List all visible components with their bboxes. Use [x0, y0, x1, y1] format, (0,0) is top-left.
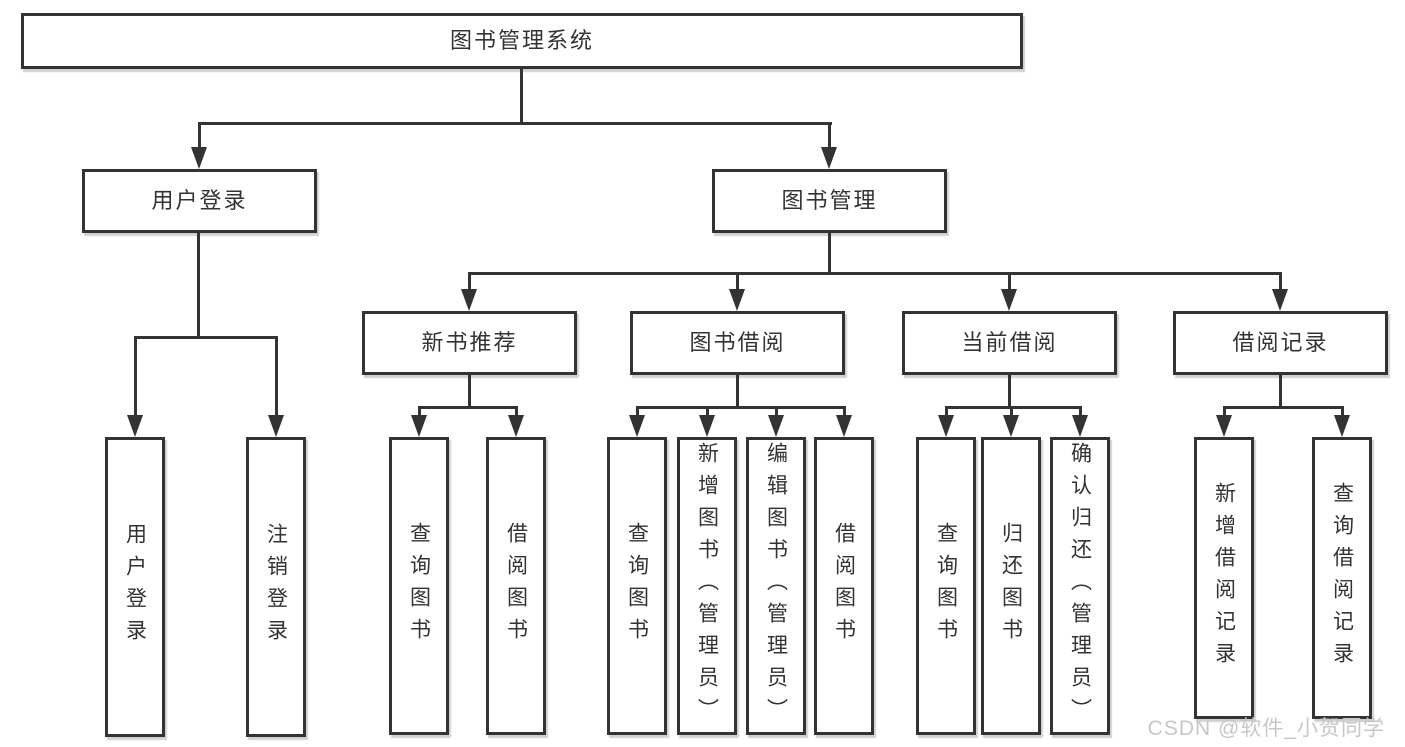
- node-root: 图书管理系统: [21, 13, 1023, 69]
- connector-line: [197, 233, 200, 339]
- leaf-newrec-query-books: 查询图书: [389, 437, 449, 735]
- connector-line: [134, 336, 278, 339]
- arrow-down-icon: [1072, 406, 1088, 437]
- connector-line: [736, 375, 739, 409]
- leaf-current-confirm-return-admin: 确认归还（管理员）: [1050, 437, 1110, 735]
- connector-line: [1279, 375, 1282, 409]
- arrow-down-icon: [1216, 406, 1232, 437]
- arrow-down-icon: [1003, 406, 1019, 437]
- node-label: 用户登录: [151, 188, 248, 213]
- leaf-borrow-edit-books-admin: 编辑图书（管理员）: [746, 437, 806, 735]
- csdn-watermark: CSDN @软件_小贺同学: [1147, 717, 1385, 740]
- connector-line: [418, 406, 518, 409]
- leaf-borrow-query-books: 查询图书: [607, 437, 667, 735]
- node-label: 借阅记录: [1232, 330, 1329, 355]
- connector-line: [520, 69, 523, 125]
- node-label: 图书管理: [781, 188, 878, 213]
- node-borrowing-records: 借阅记录: [1173, 311, 1388, 375]
- arrow-down-icon: [699, 406, 715, 437]
- arrow-down-icon: [508, 406, 524, 437]
- node-label: 图书借阅: [689, 330, 786, 355]
- arrow-down-icon: [836, 406, 852, 437]
- node-label: 查询图书: [625, 522, 649, 650]
- arrow-down-icon: [1272, 272, 1288, 311]
- node-label: 查询图书: [934, 522, 958, 650]
- node-label: 注销登录: [264, 523, 288, 651]
- node-current-borrowing: 当前借阅: [902, 311, 1117, 375]
- arrow-down-icon: [411, 406, 427, 437]
- arrow-down-icon: [191, 122, 207, 169]
- arrow-down-icon: [127, 336, 143, 437]
- node-label: 编辑图书（管理员）: [764, 442, 788, 730]
- node-book-borrowing: 图书借阅: [630, 311, 845, 375]
- node-label: 当前借阅: [961, 330, 1058, 355]
- connector-line: [636, 406, 846, 409]
- leaf-borrow-add-books-admin: 新增图书（管理员）: [677, 437, 737, 735]
- leaf-borrow-borrow-books: 借阅图书: [814, 437, 874, 735]
- node-user-login: 用户登录: [82, 169, 317, 233]
- node-label: 新增图书（管理员）: [695, 442, 719, 730]
- leaf-user-login: 用户登录: [105, 437, 165, 737]
- node-label: 查询借阅记录: [1330, 482, 1354, 674]
- connector-line: [468, 272, 1282, 275]
- arrow-down-icon: [729, 272, 745, 311]
- node-label: 查询图书: [407, 522, 431, 650]
- arrow-down-icon: [938, 406, 954, 437]
- node-new-book-recommend: 新书推荐: [362, 311, 577, 375]
- arrow-down-icon: [1001, 272, 1017, 311]
- arrow-down-icon: [1334, 406, 1350, 437]
- arrow-down-icon: [821, 122, 837, 169]
- node-label: 用户登录: [123, 523, 147, 651]
- node-label: 确认归还（管理员）: [1068, 442, 1092, 730]
- arrow-down-icon: [268, 336, 284, 437]
- leaf-records-query-record: 查询借阅记录: [1312, 437, 1372, 719]
- leaf-current-return-books: 归还图书: [981, 437, 1041, 735]
- node-book-management: 图书管理: [712, 169, 947, 233]
- connector-line: [468, 375, 471, 409]
- leaf-logout: 注销登录: [246, 437, 306, 737]
- node-label: 借阅图书: [832, 522, 856, 650]
- node-label: 图书管理系统: [449, 28, 594, 53]
- arrow-down-icon: [461, 272, 477, 311]
- connector-line: [945, 406, 1082, 409]
- connector-line: [198, 122, 832, 125]
- leaf-newrec-borrow-books: 借阅图书: [486, 437, 546, 735]
- arrow-down-icon: [768, 406, 784, 437]
- node-label: 新书推荐: [421, 330, 518, 355]
- node-label: 借阅图书: [504, 522, 528, 650]
- arrow-down-icon: [629, 406, 645, 437]
- node-label: 新增借阅记录: [1212, 482, 1236, 674]
- leaf-records-add-record: 新增借阅记录: [1194, 437, 1254, 719]
- connector-line: [1223, 406, 1344, 409]
- node-label: 归还图书: [999, 522, 1023, 650]
- leaf-current-query-books: 查询图书: [916, 437, 976, 735]
- connector-line: [1008, 375, 1011, 409]
- connector-line: [828, 233, 831, 275]
